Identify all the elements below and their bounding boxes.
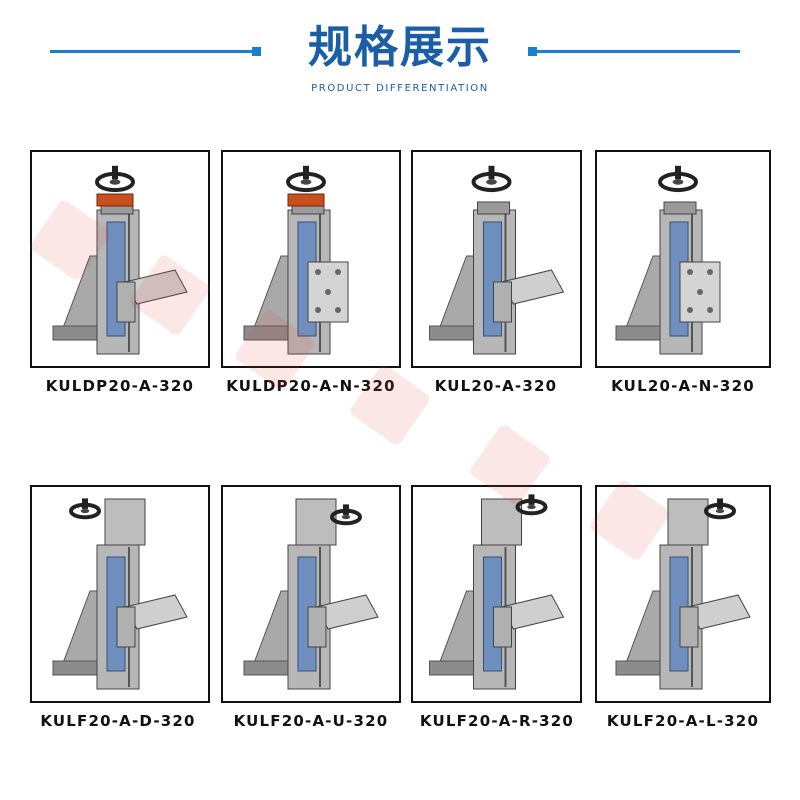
handwheel-icon [658, 165, 698, 193]
product-image-kulf20-a-d-320 [30, 485, 210, 703]
page-subtitle: PRODUCT DIFFERENTIATION [311, 83, 489, 94]
product-label: KULF20-A-R-320 [419, 712, 575, 730]
product-label: KULF20-A-U-320 [233, 712, 389, 730]
linear-stage-drawing [243, 498, 379, 690]
product-label: KULF20-A-D-320 [40, 712, 196, 730]
handwheel-icon [515, 494, 548, 516]
linear-stage-drawing [52, 498, 188, 690]
linear-stage-drawing [429, 494, 565, 690]
handwheel-icon [95, 165, 135, 193]
product-image-kuldp20-a-320 [30, 150, 210, 368]
handwheel-icon [471, 165, 512, 193]
linear-stage-drawing [52, 165, 188, 355]
header-left-rule [50, 50, 260, 53]
product-label: KUL20-A-N-320 [611, 377, 755, 395]
handwheel-icon [330, 504, 362, 526]
linear-stage-drawing [429, 165, 565, 355]
linear-stage-drawing [243, 165, 349, 355]
product-image-kulf20-a-r-320 [411, 485, 582, 703]
product-label: KUL20-A-320 [434, 377, 558, 395]
handwheel-icon [286, 165, 326, 193]
linear-stage-drawing [615, 165, 721, 355]
product-label: KULF20-A-L-320 [606, 712, 760, 730]
page-header: 规格展示 PRODUCT DIFFERENTIATION [0, 0, 800, 110]
product-image-kulf20-a-l-320 [595, 485, 771, 703]
product-image-kuldp20-a-n-320 [221, 150, 401, 368]
handwheel-icon [69, 498, 101, 520]
handwheel-icon [704, 498, 736, 520]
product-image-kulf20-a-u-320 [221, 485, 401, 703]
linear-stage-drawing [615, 498, 751, 690]
product-label: KULDP20-A-N-320 [226, 377, 396, 395]
page-title: 规格展示 [308, 22, 492, 73]
header-left-rule-end [252, 47, 261, 56]
product-image-kul20-a-n-320 [595, 150, 771, 368]
product-label: KULDP20-A-320 [45, 377, 195, 395]
product-image-kul20-a-320 [411, 150, 582, 368]
header-right-rule [528, 50, 740, 53]
